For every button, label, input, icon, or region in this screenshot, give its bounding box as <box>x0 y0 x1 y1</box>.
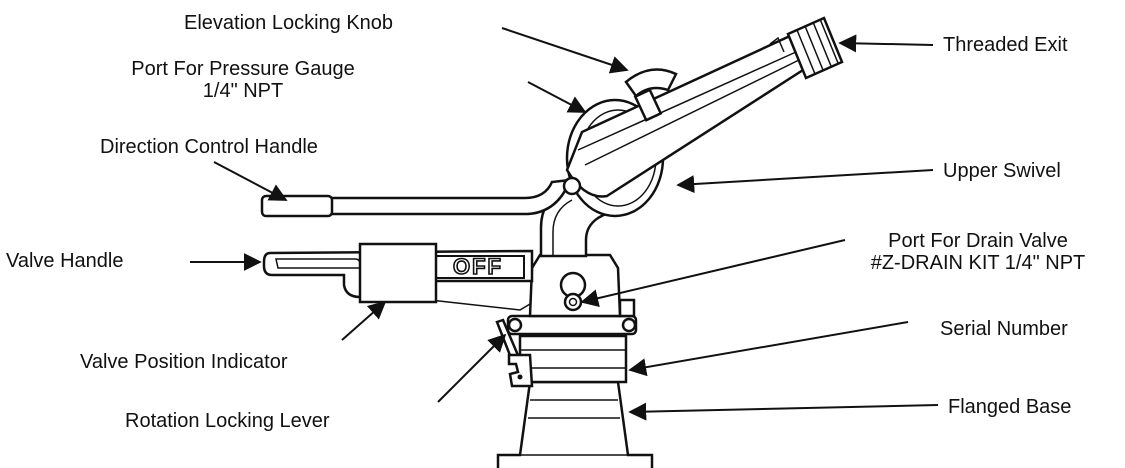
arrow-rotation-lever <box>437 333 507 403</box>
label-flanged-base: Flanged Base <box>948 396 1072 418</box>
arrow-flanged-base <box>628 402 939 421</box>
label-serial-number: Serial Number <box>940 318 1068 340</box>
arrow-elevation-knob <box>501 27 629 74</box>
label-direction-handle: Direction Control Handle <box>100 136 318 158</box>
arrow-direction-handle <box>213 161 288 201</box>
label-drain-port-line2: #Z-DRAIN KIT 1/4" NPT <box>870 252 1086 274</box>
arrow-drain-port <box>580 239 846 308</box>
rotation-locking-lever-part <box>495 318 534 388</box>
label-pressure-port-line2: 1/4" NPT <box>202 80 284 102</box>
serial-number-collar <box>518 334 628 384</box>
lower-body <box>528 253 622 318</box>
label-elevation-knob: Elevation Locking Knob <box>184 12 394 34</box>
label-drain-port: Port For Drain Valve #Z-DRAIN KIT 1/4" N… <box>838 230 1118 274</box>
label-valve-handle: Valve Handle <box>6 250 124 272</box>
label-threaded-exit: Threaded Exit <box>943 34 1068 56</box>
arrow-valve-indicator <box>341 300 387 341</box>
arrow-threaded-exit <box>838 34 934 53</box>
elevation-locking-knob-part <box>624 68 678 122</box>
pivot-bolt <box>562 176 582 196</box>
arrow-serial-number <box>628 321 909 377</box>
label-drain-port-line1: Port For Drain Valve <box>888 230 1068 252</box>
direction-control-handle-part <box>260 178 572 218</box>
label-pressure-port: Port For Pressure Gauge 1/4" NPT <box>118 58 368 102</box>
label-valve-indicator: Valve Position Indicator <box>80 351 288 373</box>
arrow-upper-swivel <box>676 169 934 194</box>
flanged-base-part <box>496 380 654 468</box>
leader-arrows <box>190 27 939 421</box>
label-upper-swivel: Upper Swivel <box>943 160 1061 182</box>
threaded-exit-part <box>786 16 844 80</box>
label-rotation-lever: Rotation Locking Lever <box>125 410 330 432</box>
arrow-pressure-port <box>527 81 587 113</box>
valve-off-marking: OFF <box>453 254 503 279</box>
label-pressure-port-line1: Port For Pressure Gauge <box>131 58 355 80</box>
valve-position-indicator-part <box>358 242 438 304</box>
